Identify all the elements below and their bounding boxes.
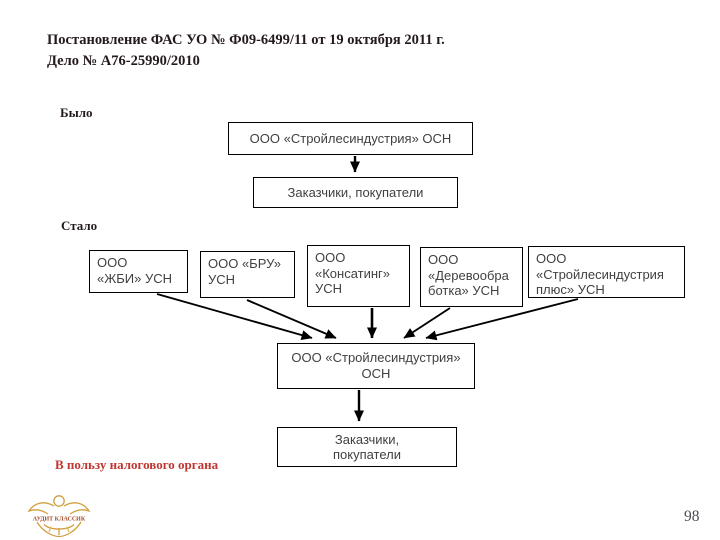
box-text-line: покупатели (332, 447, 402, 462)
slide-title-line2: Дело № А76-25990/2010 (47, 53, 200, 69)
logo-ornament (27, 495, 91, 538)
box-text-line: «Консатинг» (315, 265, 391, 281)
box-text-line: Заказчики, (334, 432, 400, 447)
before-customers-box: Заказчики, покупатели (253, 177, 458, 208)
spinoff-box-zhbi: ООО «ЖБИ» УСН (89, 250, 188, 293)
spinoff-box-stroylesindustriya-plus: ООО «Стройлесиндустрия плюс» УСН (528, 246, 685, 298)
spinoff-box-bru: ООО «БРУ» УСН (200, 251, 295, 298)
slide-title: Постановление ФАС УО № Ф09-6499/11 от 19… (47, 30, 527, 72)
box-text-line: ОСН (361, 366, 391, 381)
before-company-box: ООО «Стройлесиндустрия» ОСН (228, 122, 473, 155)
box-text-line: плюс» УСН (536, 282, 605, 297)
box-text-line: УСН (208, 271, 236, 287)
spinoff-box-derevoobrabotka: ООО «Деревообра ботка» УСН (420, 247, 523, 307)
after-company-box: ООО «Стройлесиндустрия» ОСН (277, 343, 475, 389)
page-number: 98 (684, 508, 700, 525)
audit-classic-logo: АУДИТ КЛАССИК (27, 495, 91, 538)
spinoff-box-konsating: ООО «Консатинг» УСН (307, 245, 410, 307)
arrow-derevoobrabotka-to-company (403, 307, 451, 339)
box-text-line: УСН (315, 281, 343, 296)
box-text-line: «ЖБИ» УСН (97, 270, 172, 286)
box-text-line: ООО (536, 251, 567, 266)
box-text-line: ООО (97, 255, 128, 270)
section-label-after: Стало (61, 218, 98, 233)
box-text-line: ООО (428, 252, 459, 267)
arrow-zhbi-to-company (156, 293, 313, 340)
verdict-text: В пользу налогового органа (55, 457, 219, 472)
section-label-before: Было (60, 105, 93, 120)
box-text-line: ООО (315, 250, 346, 265)
box-text-line: «Стройлесиндустрия (536, 266, 664, 282)
box-text-line: ООО «БРУ» (208, 256, 281, 271)
box-text-line: «Деревообра (428, 267, 509, 283)
logo-text: АУДИТ КЛАССИК (33, 517, 86, 523)
before-customers-label: Заказчики, покупатели (287, 184, 424, 200)
before-company-label: ООО «Стройлесиндустрия» ОСН (249, 130, 452, 146)
box-text-line: ООО «Стройлесиндустрия» (291, 350, 461, 365)
after-customers-box: Заказчики, покупатели (277, 427, 457, 467)
box-text-line: ботка» УСН (428, 283, 500, 298)
slide-title-line1: Постановление ФАС УО № Ф09-6499/11 от 19… (47, 32, 445, 48)
